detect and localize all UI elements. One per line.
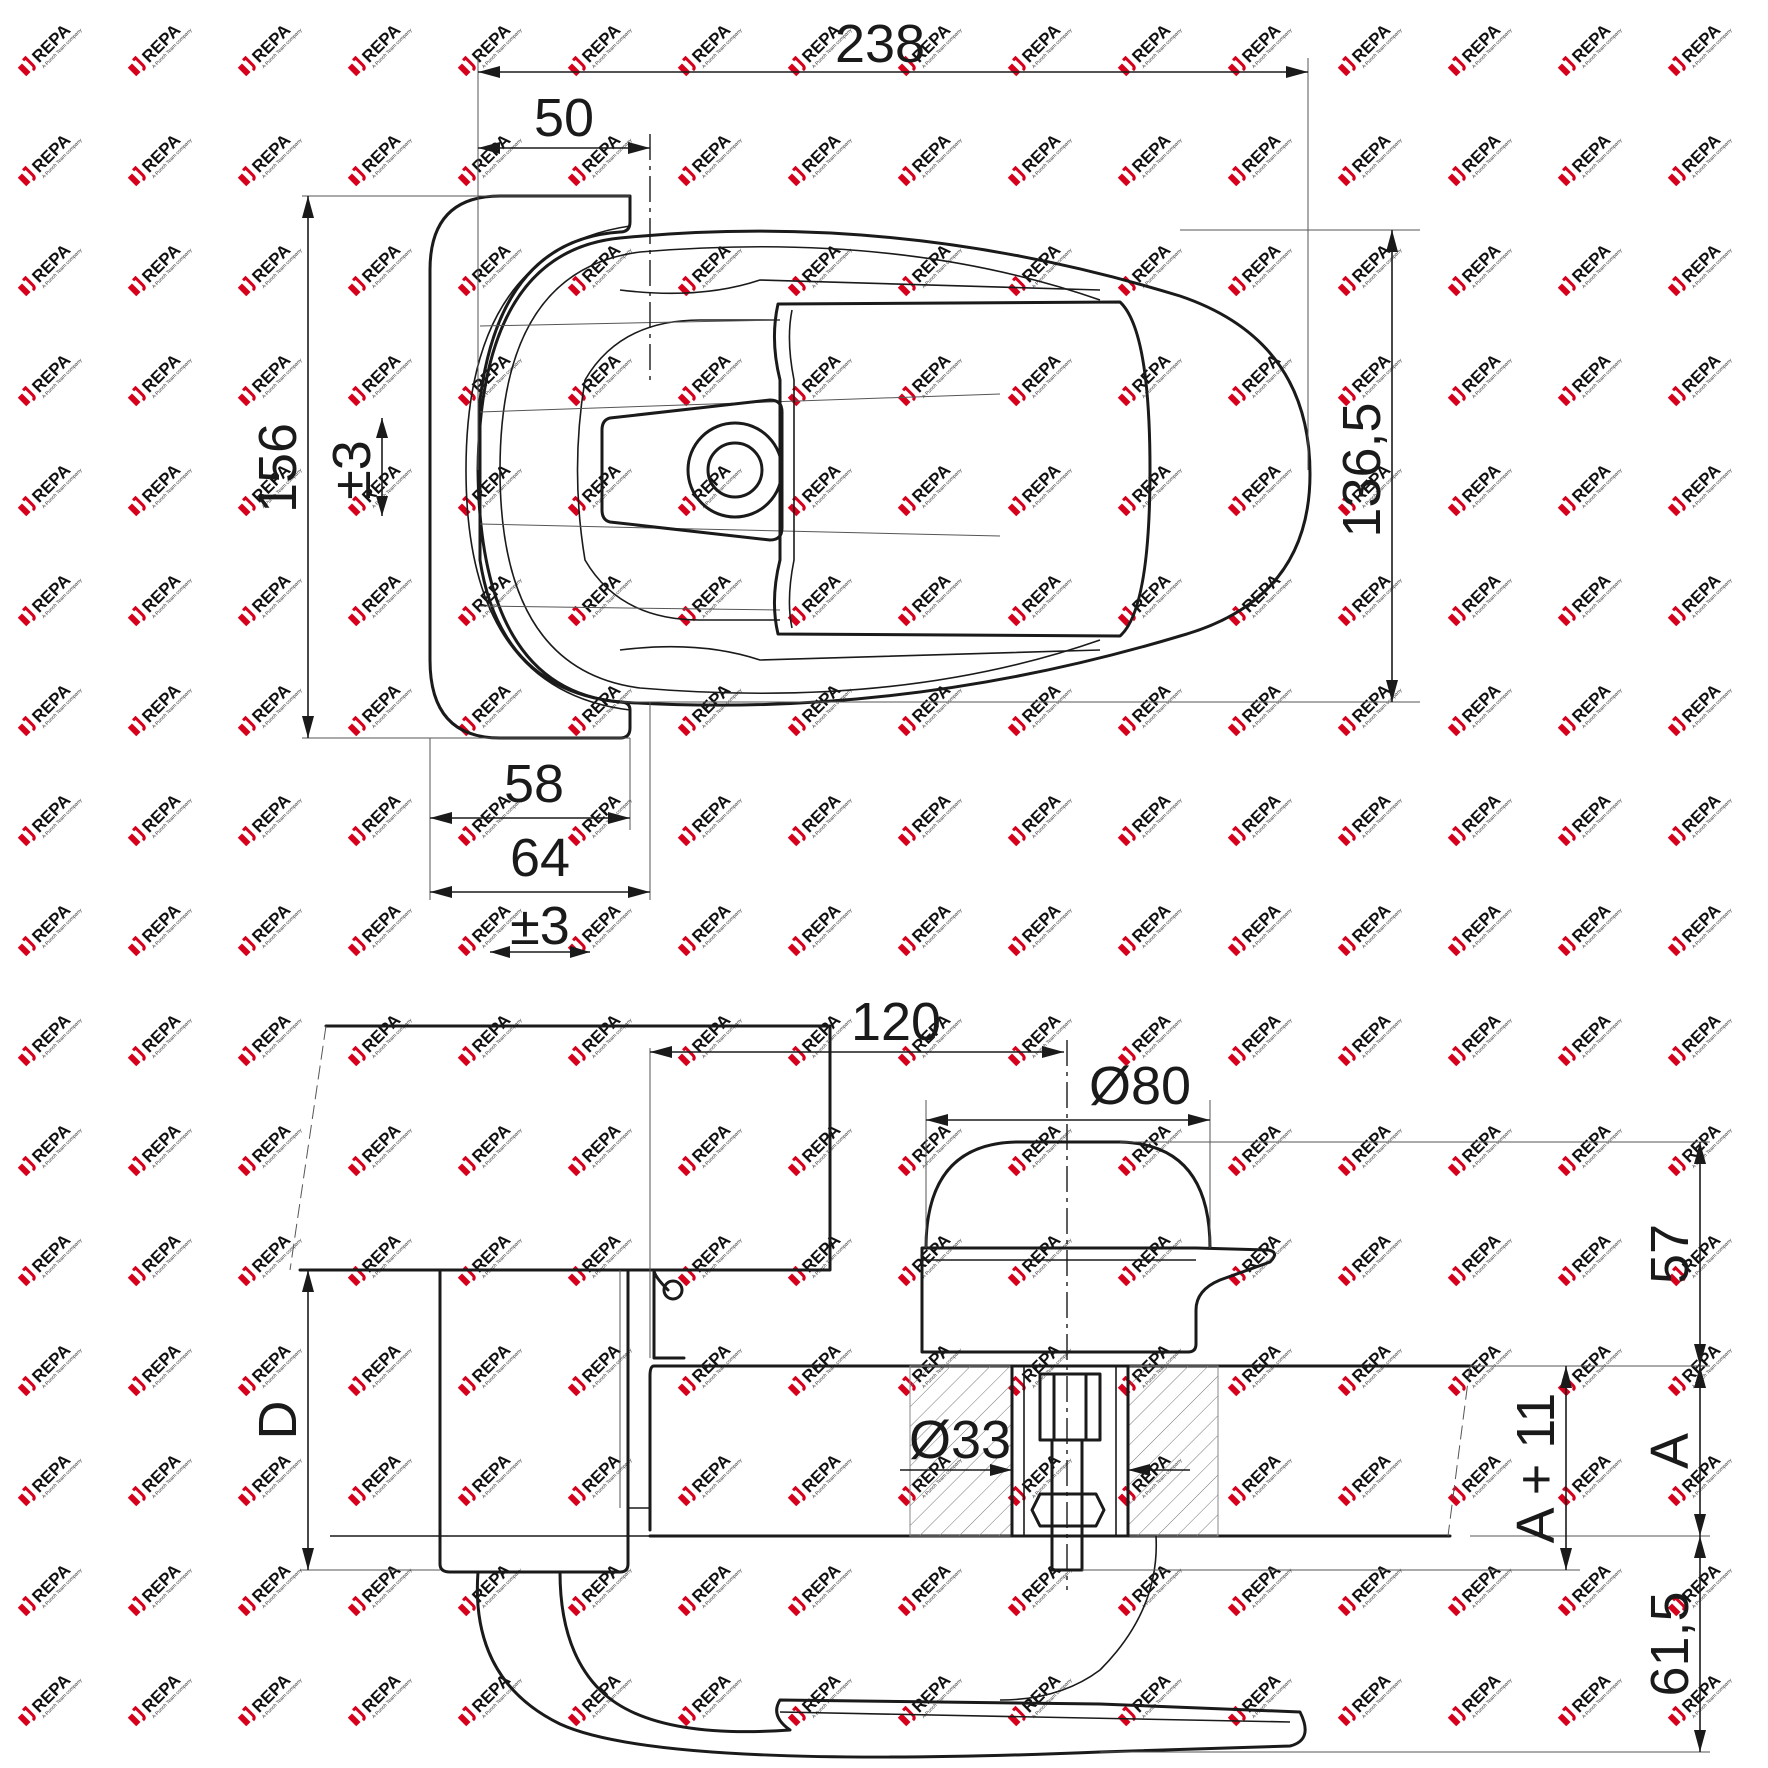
tolerance-left: ±3: [322, 440, 382, 500]
dim-50: 50: [534, 88, 594, 148]
base-plate: [648, 1364, 1472, 1538]
insert-sleeve: [1010, 1364, 1130, 1538]
dim-diameter-33: Ø33: [909, 1410, 1011, 1470]
lock-cylinder: [686, 421, 784, 519]
dim-238: 238: [835, 14, 925, 74]
handle-body-outline: [476, 229, 1312, 707]
tolerance-bottom: ±3: [510, 896, 570, 956]
section-hatch-left: [909, 1365, 1013, 1537]
lever-flap: [772, 300, 1152, 638]
section-hatch-right: [1127, 1365, 1219, 1537]
lever-handle-side: [475, 1570, 1307, 1759]
dim-61-5: 61,5: [1640, 1591, 1700, 1696]
dim-57: 57: [1640, 1224, 1700, 1284]
dim-64: 64: [510, 828, 570, 888]
dimension-labels: 238 50 156 ±3 136,5 58 64 ±3 120 Ø80 57 …: [248, 14, 1700, 1697]
dim-a: A: [1640, 1433, 1700, 1469]
lock-keyhole: [706, 441, 764, 499]
dim-a-plus-11: A + 11: [1506, 1393, 1566, 1544]
housing-block: [438, 1268, 630, 1574]
bolt-head: [1030, 1492, 1106, 1528]
dim-diameter-80: Ø80: [1089, 1056, 1191, 1116]
knob-dome: [924, 1140, 1212, 1250]
knob-base: [920, 1246, 1276, 1354]
door-panel: [298, 1024, 832, 1272]
clip-nut: [1038, 1372, 1102, 1442]
top-view: [302, 58, 1420, 958]
dim-d: D: [248, 1401, 308, 1440]
dim-58: 58: [504, 754, 564, 814]
plate-inner-edge: [465, 225, 631, 471]
side-view: [289, 1024, 1710, 1759]
lock-recess: [600, 398, 784, 542]
dim-156: 156: [248, 423, 308, 513]
dim-136-5: 136,5: [1332, 402, 1392, 537]
dim-120: 120: [851, 992, 941, 1052]
